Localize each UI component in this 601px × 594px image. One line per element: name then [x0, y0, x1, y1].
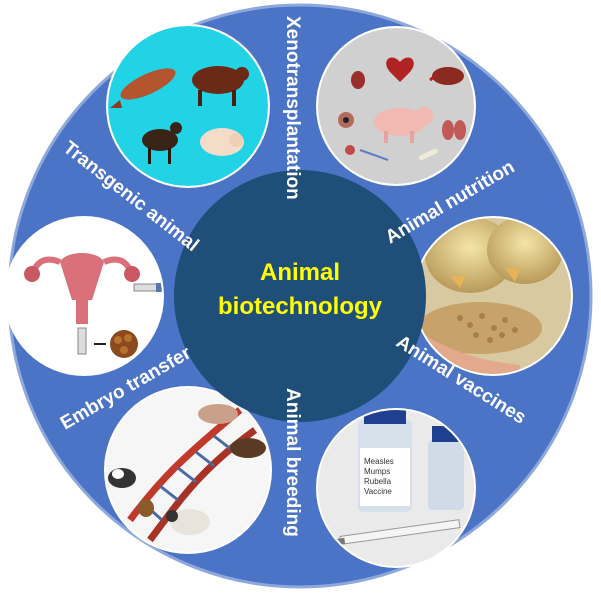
center-title-line1: Animal	[260, 259, 340, 286]
animal-vaccines-image: Measles Mumps Rubella Vaccine	[316, 408, 476, 568]
vaccine-label-line2: Mumps	[364, 467, 390, 476]
embryo-transfer-image	[4, 216, 164, 376]
label-xenotransplantation: Xenotransplantation	[282, 16, 303, 200]
animal-breeding-image	[104, 386, 272, 554]
xenotransplantation-image	[316, 26, 476, 186]
label-animal-breeding: Animal breeding	[282, 388, 303, 537]
center-circle	[174, 170, 426, 422]
vaccine-label-line3: Rubella	[364, 477, 392, 486]
vaccine-label-line1: Measles	[364, 457, 394, 466]
center-title-line2: biotechnology	[218, 293, 383, 320]
transgenic-animal-image	[106, 24, 270, 188]
vaccine-label-line4: Vaccine	[364, 487, 392, 496]
